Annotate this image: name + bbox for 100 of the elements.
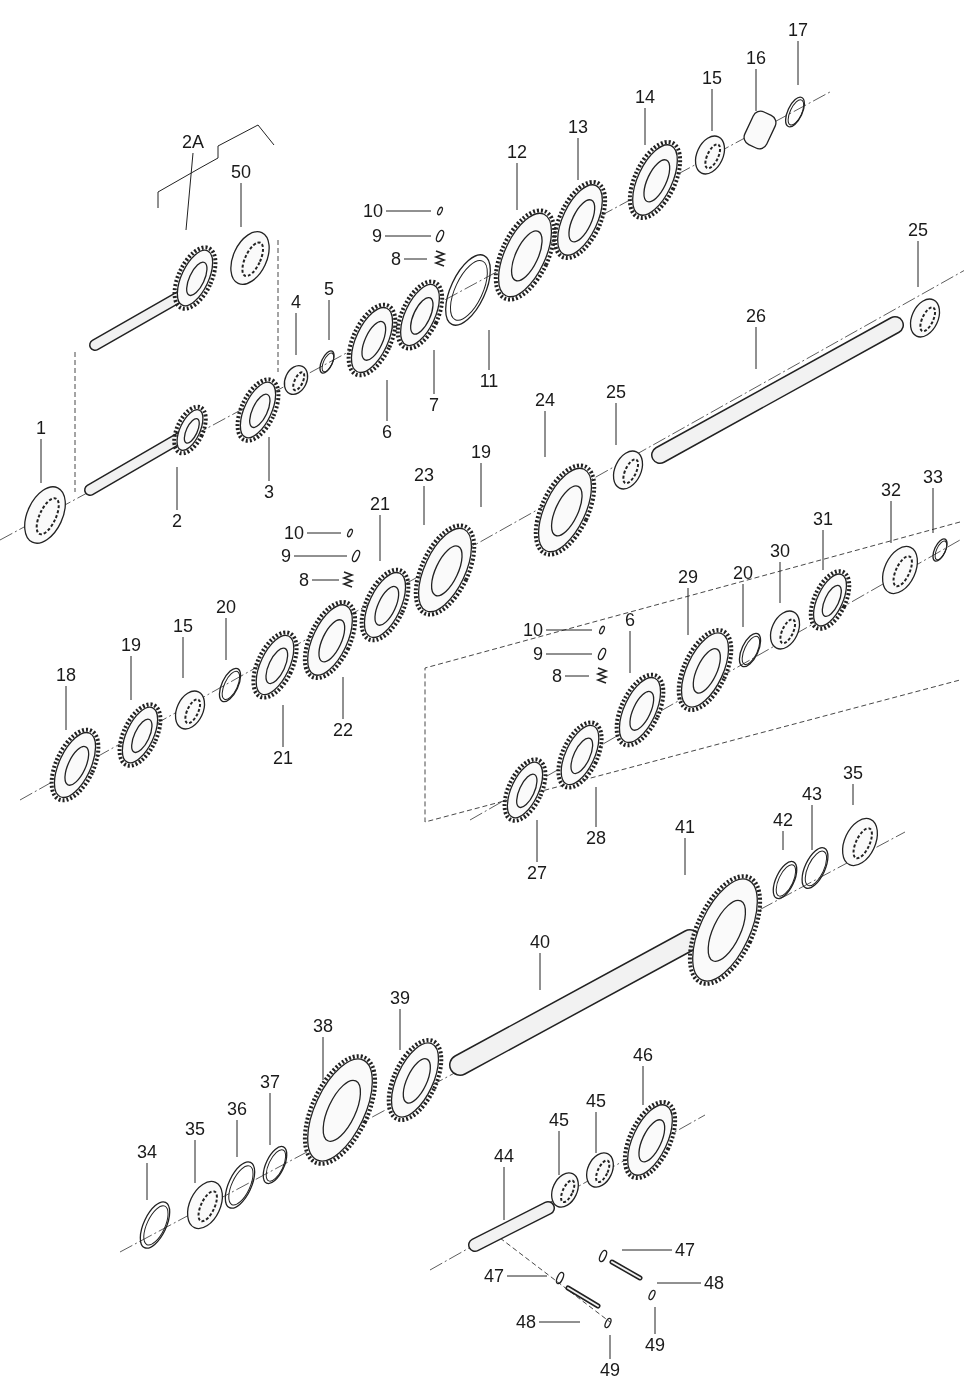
callout-number: 48 (704, 1273, 724, 1293)
callout-number: 38 (313, 1016, 333, 1036)
leader-line (544, 410, 546, 458)
leader-line (40, 438, 42, 484)
callout-number: 8 (552, 666, 562, 686)
callout-number: 9 (281, 546, 291, 566)
leader-line (577, 137, 579, 181)
callout-number: 5 (324, 279, 334, 299)
callout-number: 45 (586, 1091, 606, 1111)
leader-line (384, 235, 432, 237)
callout-number: 30 (770, 541, 790, 561)
callout-number: 34 (137, 1142, 157, 1162)
callout-number: 48 (516, 1312, 536, 1332)
callout-number: 9 (533, 644, 543, 664)
leader-line (890, 500, 892, 544)
leader-line (779, 561, 781, 604)
callout-number: 39 (390, 988, 410, 1008)
leader-line (268, 436, 270, 482)
callout-number: 8 (391, 249, 401, 269)
leader-line (797, 40, 799, 86)
callout-number: 19 (471, 442, 491, 462)
callout-number: 28 (586, 828, 606, 848)
leader-line (621, 1249, 673, 1251)
leader-line (480, 462, 482, 508)
leader-line (322, 1036, 324, 1081)
leader-line (433, 349, 435, 395)
leader-line (536, 819, 538, 863)
leader-line (385, 210, 432, 212)
callout-number: 7 (429, 395, 439, 415)
leader-line (545, 629, 593, 631)
leader-line (403, 258, 428, 260)
callout-number: 44 (494, 1146, 514, 1166)
leader-line (615, 402, 617, 446)
callout-number: 43 (802, 784, 822, 804)
callout-number: 27 (527, 863, 547, 883)
callout-number: 21 (273, 748, 293, 768)
callout-number: 10 (363, 201, 383, 221)
callout-number: 19 (121, 635, 141, 655)
leader-line (311, 579, 340, 581)
callout-number: 20 (216, 597, 236, 617)
callout-number: 26 (746, 306, 766, 326)
leader-line (269, 1092, 271, 1146)
leader-line (558, 1130, 560, 1176)
callout-number: 45 (549, 1110, 569, 1130)
leader-line (240, 182, 242, 228)
callout-number: 16 (746, 48, 766, 68)
callout-number: 46 (633, 1045, 653, 1065)
leader-line (295, 312, 297, 356)
callout-number: 10 (523, 620, 543, 640)
leader-line (629, 630, 631, 674)
leader-line (386, 379, 388, 422)
leader-line (654, 1306, 656, 1335)
leader-line (711, 88, 713, 132)
callout-number: 50 (231, 162, 251, 182)
leader-line (379, 514, 381, 562)
callout-number: 21 (370, 494, 390, 514)
leader-line (644, 107, 646, 146)
leader-line (282, 704, 284, 748)
leader-line (503, 1166, 505, 1221)
leader-line (399, 1008, 401, 1051)
leader-line (328, 299, 330, 341)
leader-line (146, 1162, 148, 1201)
leader-line (852, 783, 854, 806)
callout-number: 23 (414, 465, 434, 485)
callout-number: 15 (702, 68, 722, 88)
callout-number: 29 (678, 567, 698, 587)
callout-number: 47 (675, 1240, 695, 1260)
callout-number: 36 (227, 1099, 247, 1119)
callout-number: 35 (185, 1119, 205, 1139)
leader-line (506, 1275, 548, 1277)
callout-number: 6 (382, 422, 392, 442)
leader-line (423, 485, 425, 526)
callout-number: 25 (606, 382, 626, 402)
callout-number: 49 (600, 1360, 620, 1380)
callout-number: 1 (36, 418, 46, 438)
leader-line (782, 830, 784, 851)
callout-number: 2 (172, 511, 182, 531)
callout-number: 9 (372, 226, 382, 246)
callout-number: 14 (635, 87, 655, 107)
leader-line (564, 675, 590, 677)
callout-number: 47 (484, 1266, 504, 1286)
callout-number: 22 (333, 720, 353, 740)
leader-line (516, 162, 518, 211)
callout-number: 20 (733, 563, 753, 583)
leader-line (176, 466, 178, 511)
leader-line (182, 636, 184, 679)
leader-line (684, 837, 686, 876)
callout-number: 32 (881, 480, 901, 500)
callout-number: 6 (625, 610, 635, 630)
leader-line (656, 1282, 702, 1284)
leader-line (293, 555, 348, 557)
leader-line (538, 1321, 581, 1323)
leader-line (822, 529, 824, 571)
callout-number: 31 (813, 509, 833, 529)
callout-number: 33 (923, 467, 943, 487)
leader-line (687, 587, 689, 636)
callout-number: 2A (182, 132, 204, 152)
leader-line (609, 1334, 611, 1360)
callout-number: 25 (908, 220, 928, 240)
callout-number: 18 (56, 665, 76, 685)
